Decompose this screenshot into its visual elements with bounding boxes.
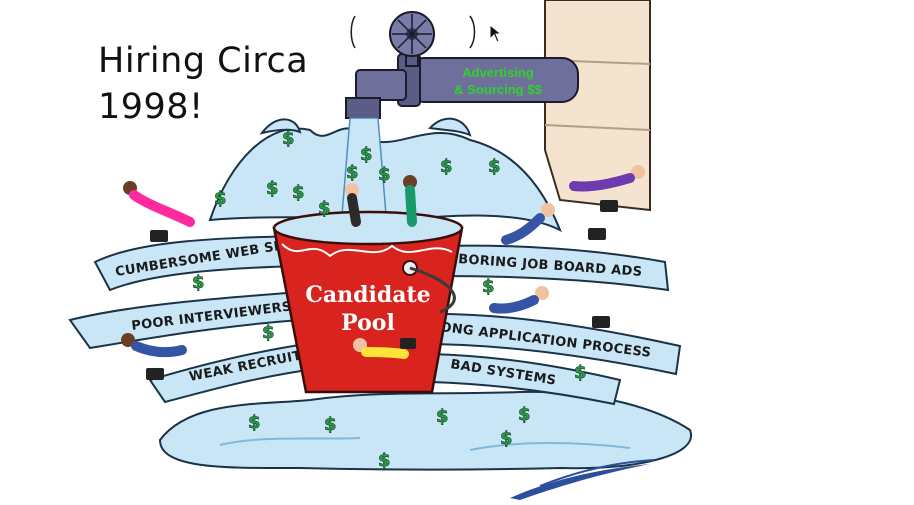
leak-stream	[419, 312, 682, 376]
person-figure	[489, 286, 610, 328]
dollar-symbol: $	[324, 414, 337, 435]
heading-line-1: Hiring Circa	[98, 41, 309, 81]
bucket-label-line-2: Pool	[341, 310, 395, 336]
dollar-symbol: $	[436, 406, 449, 427]
leak-stream	[439, 244, 670, 292]
dollar-symbol: $	[346, 162, 359, 183]
swoosh-decoration	[510, 459, 655, 500]
slide-heading: Hiring Circa 1998!	[98, 38, 308, 130]
pointer-cursor-icon	[489, 24, 503, 43]
dollar-symbol: $	[378, 450, 391, 471]
person-figure	[345, 175, 417, 227]
dollar-symbol: $	[248, 412, 261, 433]
dollar-symbol: $	[440, 156, 453, 177]
pipe-label-line-2: & Sourcing $$	[454, 82, 542, 97]
dollar-symbol: $	[292, 182, 305, 203]
water-puddle	[158, 390, 693, 471]
bucket: Candidate Pool	[272, 210, 464, 394]
heading-line-2: 1998!	[98, 87, 204, 127]
dollar-symbol: $	[262, 322, 275, 343]
dollar-symbol: $	[192, 272, 205, 293]
dollar-symbol: $	[378, 164, 391, 185]
dollar-symbol: $	[214, 188, 227, 209]
faucet-icon	[389, 11, 435, 57]
dollar-symbol: $	[482, 276, 495, 297]
person-figure	[123, 181, 195, 242]
dollar-symbol: $	[318, 198, 331, 219]
person-figure	[569, 165, 645, 212]
dollar-symbol: $	[488, 156, 501, 177]
person-figure	[353, 338, 416, 359]
dollar-symbol: $	[574, 362, 587, 383]
dollar-symbol: $	[266, 178, 279, 199]
bucket-label-line-1: Candidate	[305, 282, 430, 308]
dollar-symbol: $	[360, 144, 373, 165]
faucet: Advertising & Sourcing $$	[345, 11, 579, 119]
leak-stream	[429, 352, 622, 406]
money-symbols: $ $ $ $ $ $ $ $ $ $ $ $ $ $ $ $ $ $ $ $	[192, 128, 587, 472]
dollar-symbol: $	[282, 128, 295, 149]
person-figure	[501, 203, 606, 245]
dollar-symbol: $	[500, 428, 513, 449]
pipe-label-line-1: Advertising	[462, 65, 534, 80]
dollar-symbol: $	[518, 404, 531, 425]
person-figure	[121, 333, 187, 380]
